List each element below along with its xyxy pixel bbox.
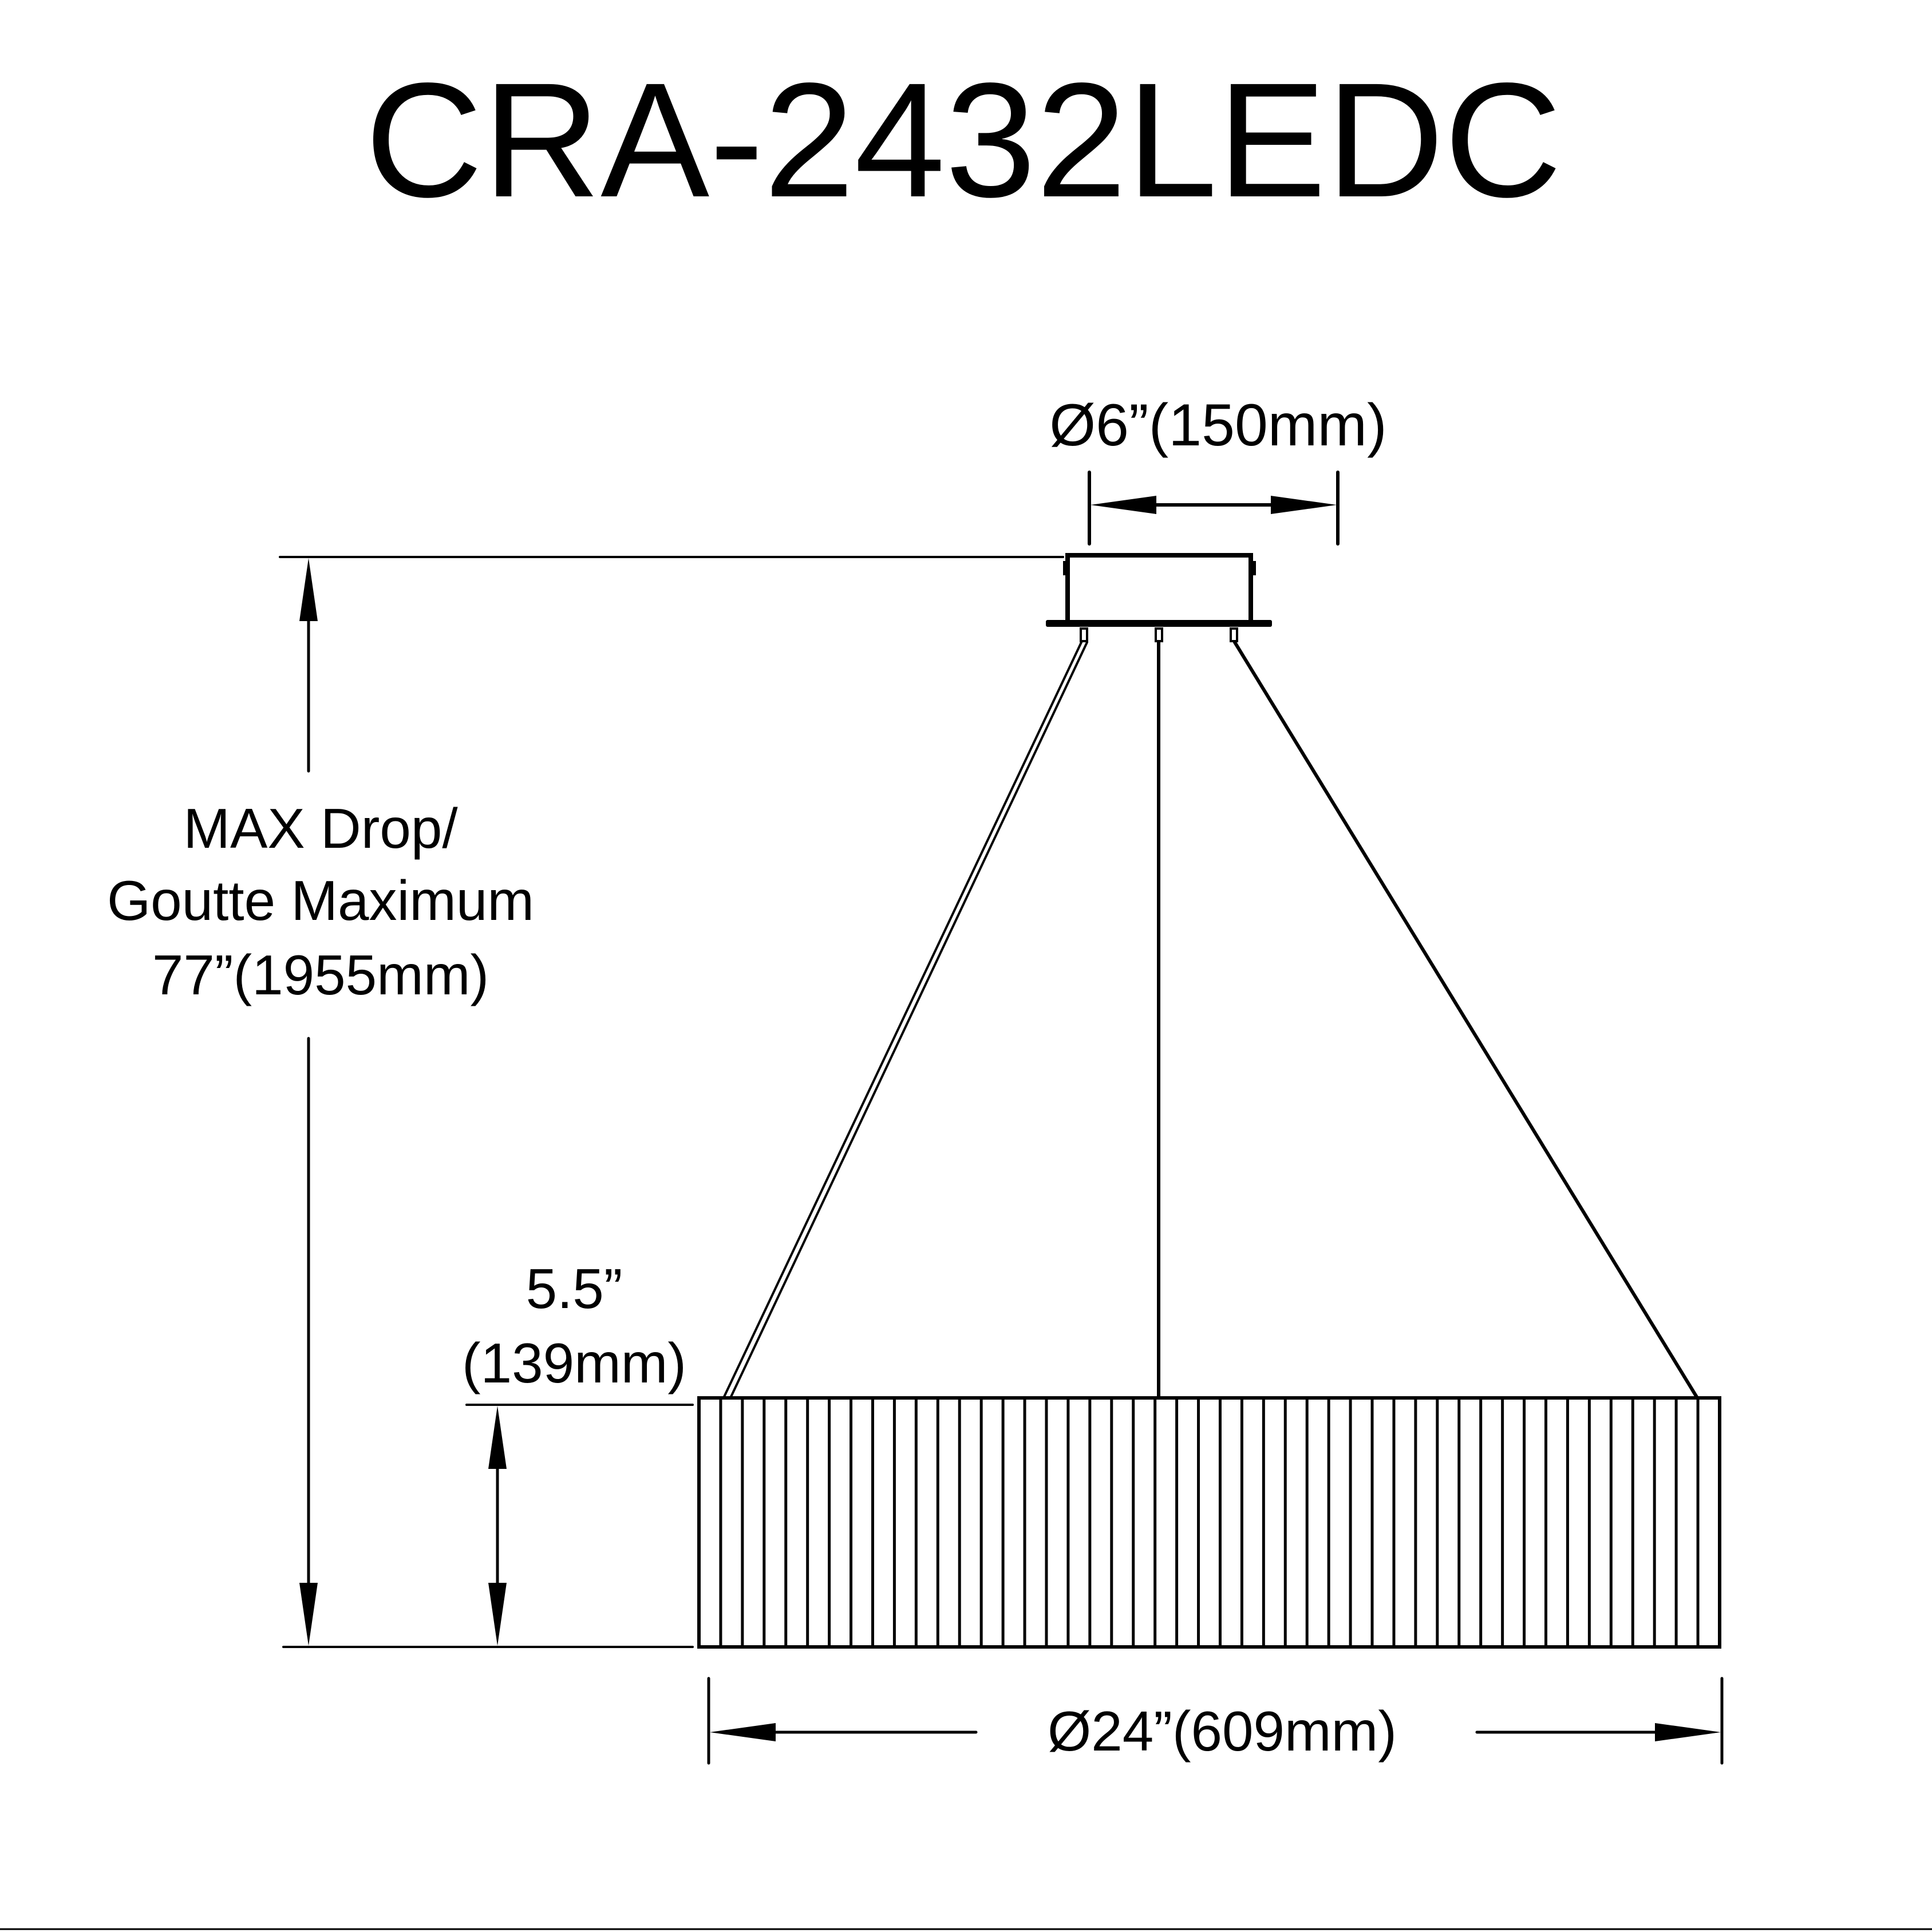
max-drop-label-1: MAX Drop/ xyxy=(183,797,458,860)
shade-height-label-2: (139mm) xyxy=(462,1332,686,1394)
arrowhead-icon xyxy=(299,558,318,621)
canopy-diameter-dimension: Ø6”(150mm) xyxy=(1049,392,1387,546)
max-drop-dimension: MAX Drop/ Goutte Maximum 77”(1955mm) xyxy=(107,556,1064,1648)
shade-height-label-1: 5.5” xyxy=(526,1257,623,1320)
max-drop-label-2: Goutte Maximum xyxy=(107,869,534,932)
arrowhead-icon xyxy=(488,1406,507,1469)
model-title: CRA-2432LEDC xyxy=(365,49,1562,231)
shade-height-dimension: 5.5” (139mm) xyxy=(462,1257,694,1646)
max-drop-label-3: 77”(1955mm) xyxy=(152,943,489,1006)
canopy-diameter-label: Ø6”(150mm) xyxy=(1049,392,1386,459)
arrowhead-icon xyxy=(1271,496,1337,514)
arrowhead-icon xyxy=(1655,1723,1721,1741)
shade-diameter-label: Ø24”(609mm) xyxy=(1048,1700,1397,1763)
shade-diameter-dimension: Ø24”(609mm) xyxy=(707,1677,1724,1765)
suspension-cables xyxy=(722,641,1699,1400)
arrowhead-icon xyxy=(488,1583,507,1646)
canopy xyxy=(1046,553,1272,642)
ring-shade xyxy=(697,1396,1721,1649)
arrowhead-icon xyxy=(710,1723,776,1741)
arrowhead-icon xyxy=(299,1583,318,1646)
arrowhead-icon xyxy=(1091,496,1156,514)
